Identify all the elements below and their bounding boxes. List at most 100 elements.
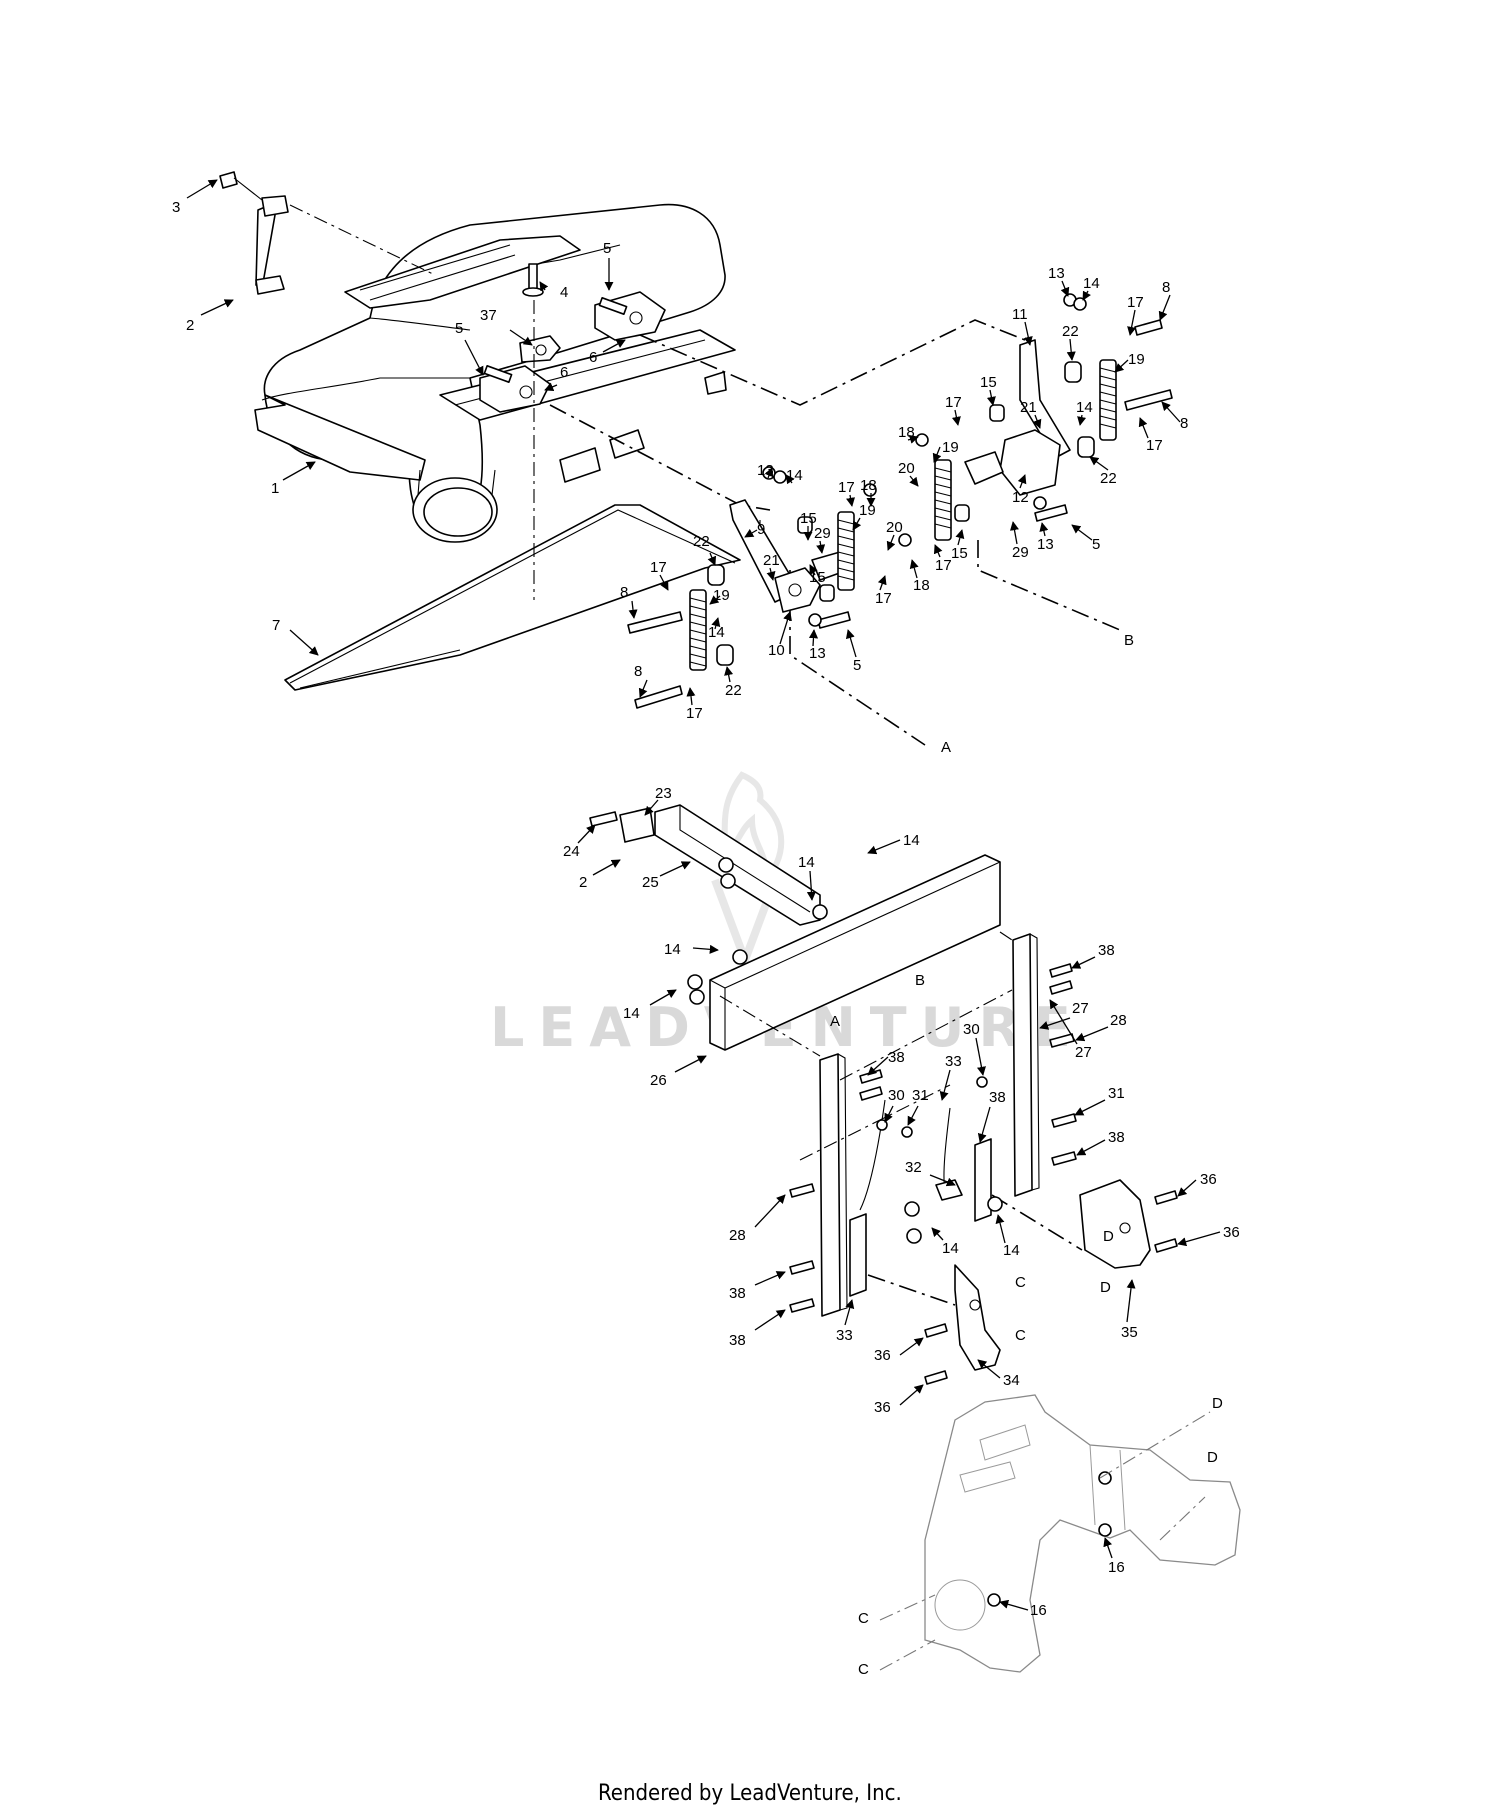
callout-label: 14 — [1076, 399, 1093, 416]
part-33-bracket-right — [974, 1138, 992, 1222]
callout-label: 14 — [664, 941, 681, 958]
ref-letter: A — [941, 739, 951, 756]
callout-label: 19 — [713, 587, 730, 604]
callout-label: 30 — [888, 1087, 905, 1104]
callout-label: 15 — [980, 374, 997, 391]
callout-label: 5 — [455, 320, 463, 337]
part-26-crossbar — [709, 854, 1001, 1051]
callout-label: 1 — [271, 480, 279, 497]
callout-label: 7 — [272, 617, 280, 634]
callout-label: 17 — [838, 479, 855, 496]
frame-assembly — [589, 804, 1151, 1371]
hood-assembly — [219, 171, 741, 691]
ref-letter: D — [1212, 1395, 1223, 1412]
callout-label: 24 — [563, 843, 580, 860]
part-14-nut-b — [773, 470, 787, 484]
callout-label: 30 — [963, 1021, 980, 1038]
callout-label: 27 — [1072, 1000, 1089, 1017]
part-35-plate — [1079, 1179, 1151, 1269]
ref-letter: D — [1207, 1449, 1218, 1466]
part-5-bolt-d — [1034, 504, 1068, 522]
callout-label: 4 — [560, 284, 568, 301]
part-5-bolt-b — [483, 364, 513, 384]
part-2-lever — [255, 195, 289, 295]
callout-label: 17 — [650, 559, 667, 576]
callout-label: 14 — [798, 854, 815, 871]
callout-label: 20 — [886, 519, 903, 536]
callout-label: 38 — [888, 1049, 905, 1066]
part-13-washer-c — [1033, 496, 1047, 510]
callout-label: 35 — [1121, 1324, 1138, 1341]
part-7-channel — [284, 504, 741, 691]
callouts: 3 2 1 7 5 4 37 6 5 6 13 14 8 17 11 22 19… — [172, 179, 1240, 1678]
part-18-nut-c — [898, 533, 912, 547]
callout-label: 31 — [1108, 1085, 1125, 1102]
callout-label: 37 — [480, 307, 497, 324]
callout-label: 17 — [1146, 437, 1163, 454]
callout-label: 38 — [729, 1285, 746, 1302]
callout-label: 5 — [603, 240, 611, 257]
callout-label: 14 — [942, 1240, 959, 1257]
callout-label: 17 — [686, 705, 703, 722]
callout-label: 8 — [620, 584, 628, 601]
callout-label: 8 — [1180, 415, 1188, 432]
callout-label: 15 — [809, 569, 826, 586]
part-18-nut-b — [915, 433, 929, 447]
frame-centerlines — [719, 931, 1083, 1306]
callout-label: 15 — [951, 545, 968, 562]
callout-label: 5 — [1092, 536, 1100, 553]
callout-label: 14 — [1003, 1242, 1020, 1259]
callout-label: 2 — [579, 874, 587, 891]
part-24-bolt — [589, 811, 618, 827]
callout-label: 13 — [809, 645, 826, 662]
callout-label: 28 — [1110, 1012, 1127, 1029]
callout-label: 6 — [589, 349, 597, 366]
footer-credit: Rendered by LeadVenture, Inc. — [598, 1781, 902, 1806]
ref-letter: C — [1015, 1327, 1026, 1344]
part-8-bolt-b — [634, 685, 683, 709]
callout-label: 36 — [874, 1347, 891, 1364]
callout-label: 19 — [859, 502, 876, 519]
part-18-nut-a — [863, 483, 877, 497]
part-32-rod — [859, 1099, 886, 1211]
callout-label: 36 — [1223, 1224, 1240, 1241]
callout-label: 6 — [560, 364, 568, 381]
callout-label: 22 — [1100, 470, 1117, 487]
callout-label: 25 — [642, 874, 659, 891]
part-11-plate — [1019, 339, 1071, 459]
springs — [689, 359, 1117, 671]
callout-label: 11 — [1012, 306, 1028, 323]
callout-label: 2 — [186, 317, 194, 334]
callout-label: 22 — [693, 533, 710, 550]
callout-label: 17 — [935, 557, 952, 574]
callout-label: 8 — [634, 663, 642, 680]
part-12-bracket — [999, 429, 1061, 496]
chassis-ghost — [879, 1394, 1241, 1673]
ref-letter: A — [830, 1013, 840, 1030]
ref-letter: C — [858, 1661, 869, 1678]
part-27-upright-right — [1012, 933, 1033, 1197]
callout-label: 29 — [814, 525, 831, 542]
part-14-nut-a — [1073, 297, 1087, 311]
callout-label: 17 — [945, 394, 962, 411]
part-33-bracket-left — [849, 1213, 867, 1297]
callout-label: 16 — [1108, 1559, 1125, 1576]
callout-label: 20 — [898, 460, 915, 477]
callout-label: 18 — [860, 477, 877, 494]
part-19-spring-d — [1099, 359, 1117, 441]
frame-hardware — [687, 857, 1178, 1385]
callout-label: 5 — [853, 657, 861, 674]
part-8-bolt-a — [627, 611, 683, 634]
part-22-bushing-c — [1064, 361, 1082, 383]
callout-label: 12 — [1012, 489, 1029, 506]
part-3-bolt — [219, 171, 263, 201]
callout-label: 3 — [172, 199, 180, 216]
callout-label: 26 — [650, 1072, 667, 1089]
part-8-bolt-c — [1124, 389, 1173, 411]
callout-label: 33 — [836, 1327, 853, 1344]
callout-label: 14 — [1083, 275, 1100, 292]
callout-label: 23 — [655, 785, 672, 802]
callout-label: 21 — [1020, 399, 1037, 416]
part-8-bolt-d — [1134, 319, 1163, 336]
callout-label: 27 — [1075, 1044, 1092, 1061]
